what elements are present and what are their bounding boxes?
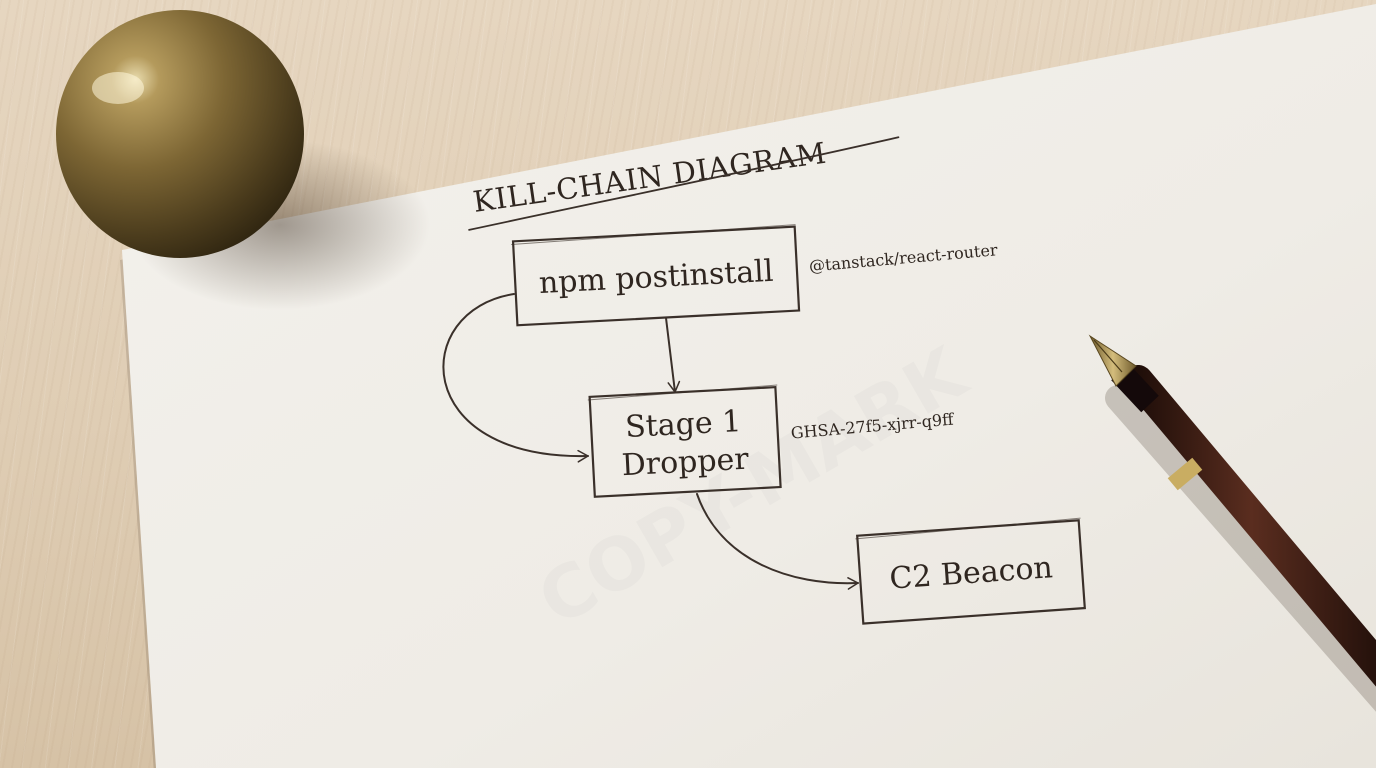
- edge-postinstall-to-dropper-curved: [442, 293, 589, 463]
- node-dropper-label-line1: Stage 1: [624, 404, 742, 445]
- edge-postinstall-to-dropper-straight: [665, 317, 681, 393]
- fountain-pen-icon: [1088, 334, 1376, 712]
- edge-dropper-to-beacon: [696, 493, 859, 590]
- sphere-highlight: [92, 72, 144, 104]
- paper-sheet: [122, 4, 1376, 768]
- node-dropper-label-line2: Dropper: [621, 442, 750, 484]
- node-dropper: Stage 1 Dropper: [587, 384, 782, 498]
- brass-sphere-icon: [56, 10, 304, 258]
- title-underline: [468, 136, 900, 231]
